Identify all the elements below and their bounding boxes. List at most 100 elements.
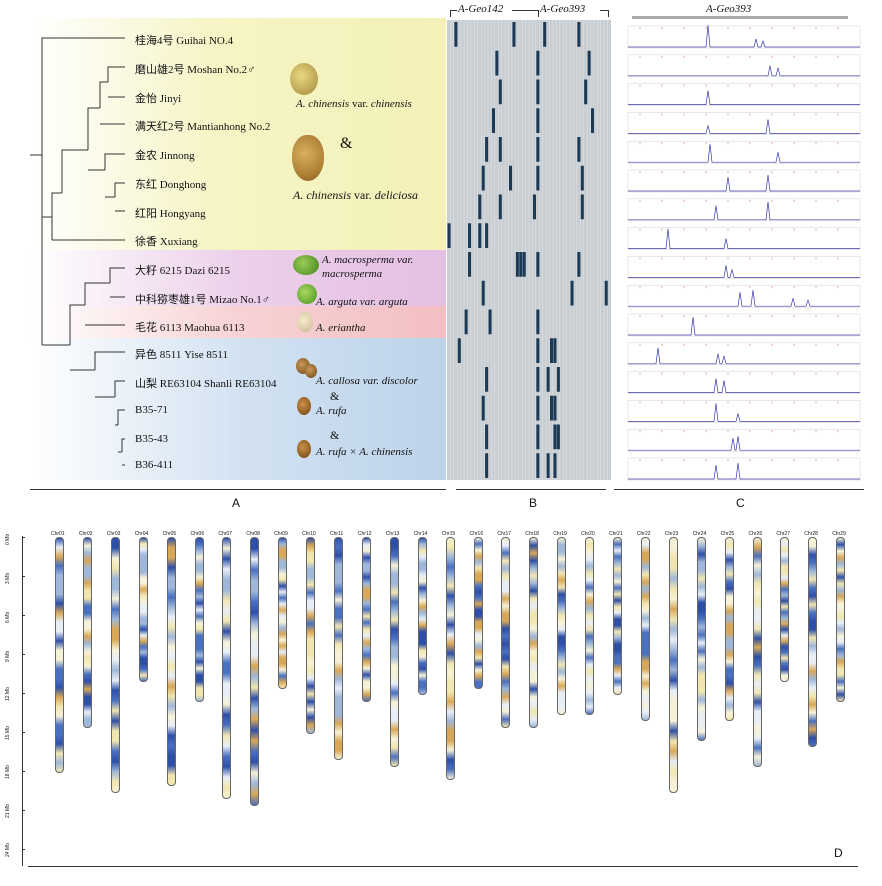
trace-line xyxy=(628,228,860,249)
chromosome-label: Chr11 xyxy=(330,531,344,537)
mb-axis-line xyxy=(22,536,23,866)
trace-line xyxy=(628,316,860,336)
mb-tick-mark xyxy=(22,810,25,811)
chromosome-label: Chr09 xyxy=(274,531,288,537)
genotype-bar xyxy=(536,453,540,478)
mb-tick-mark xyxy=(22,537,25,538)
genotype-bar xyxy=(454,22,458,47)
genotype-bar xyxy=(495,50,499,76)
cultivar-label: 金怡 Jinyi xyxy=(135,93,182,105)
trace-box xyxy=(627,54,861,78)
chromosome-bar xyxy=(836,537,846,702)
header-right-geo393: A-Geo393 xyxy=(540,3,586,15)
genotype-bar xyxy=(536,338,540,363)
panel-b-letter: B xyxy=(529,496,538,510)
genotype-bar xyxy=(481,165,485,191)
genotype-bar xyxy=(481,395,485,421)
genotype-bar xyxy=(468,223,472,248)
cultivar-label: 红阳 Hongyang xyxy=(135,208,206,220)
genotype-grid xyxy=(447,20,611,480)
fruit-callosa-image-2 xyxy=(305,364,317,378)
trace-line xyxy=(628,403,860,422)
trace-line xyxy=(628,347,860,365)
species-text: chinensis xyxy=(306,188,352,202)
genotype-bar xyxy=(478,194,482,220)
chromosome-label: Chr19 xyxy=(553,531,567,537)
header-bar xyxy=(632,16,848,19)
chromosome-label: Chr24 xyxy=(692,531,707,537)
trace-box xyxy=(627,313,861,337)
cultivar-label: 毛花 6113 Maohua 6113 xyxy=(135,322,245,334)
cultivar-label: 磨山雄2号 Moshan No.2♂ xyxy=(135,64,256,76)
header-bracket-mid xyxy=(512,10,539,17)
trace-line xyxy=(628,119,860,134)
chromosome-bar xyxy=(724,537,734,721)
genotype-bar xyxy=(478,223,482,248)
trace-box xyxy=(627,25,861,49)
trace-box xyxy=(627,227,861,250)
chromosome-bar xyxy=(222,537,232,799)
mb-tick-mark xyxy=(22,732,25,733)
fruit-eriantha-image xyxy=(297,312,313,332)
chromosome-bar xyxy=(780,537,790,682)
genotype-bar xyxy=(481,280,485,306)
chromosome-label: Chr17 xyxy=(497,531,512,537)
chromosome-label: Chr29 xyxy=(832,531,846,537)
trace-box xyxy=(627,457,861,481)
genotype-bar xyxy=(577,22,581,47)
genotype-grid-svg xyxy=(447,20,608,480)
ampersand: & xyxy=(330,428,340,442)
genotype-bar xyxy=(570,280,574,306)
cultivar-label: B36-411 xyxy=(135,459,174,471)
chromosome-label: Chr18 xyxy=(525,531,539,537)
species-chinensis-label: A. chinensis var. chinensis xyxy=(296,98,412,110)
genotype-bar xyxy=(584,79,588,105)
chromosome-bar xyxy=(529,537,539,728)
genotype-bar xyxy=(498,137,502,162)
trace-line xyxy=(628,436,860,451)
chromosome-bar xyxy=(334,537,343,760)
species-arguta-label: A. arguta var. arguta xyxy=(316,296,408,308)
chromosome-bar xyxy=(166,537,176,786)
chromosome-label: Chr04 xyxy=(134,531,149,537)
trace-box xyxy=(627,400,861,423)
trace-box xyxy=(627,169,861,193)
panel-a-axis-line xyxy=(30,489,446,490)
chromosome-bar xyxy=(389,537,399,767)
chromosome-label: Chr10 xyxy=(302,531,316,537)
chromosome-bar xyxy=(278,537,288,689)
genotype-bar xyxy=(556,367,560,392)
genotype-bar xyxy=(587,50,591,76)
var-name-text: chinensis xyxy=(370,98,412,110)
ampersand: & xyxy=(340,135,353,152)
species-deliciosa-label: A. chinensis var. deliciosa xyxy=(293,188,418,203)
chromosome-bar xyxy=(613,537,622,695)
trace-box xyxy=(627,112,861,135)
genotype-bar xyxy=(485,453,489,478)
trace-line xyxy=(628,265,860,278)
cultivar-label: 徐香 Xuxiang xyxy=(135,236,198,248)
genotype-bar xyxy=(536,424,540,450)
mb-tick-mark xyxy=(22,849,25,850)
fruit-rufa-image xyxy=(297,397,311,415)
chromosome-bar xyxy=(306,537,316,734)
chromosome-bar xyxy=(668,537,678,793)
genotype-bar xyxy=(553,424,557,450)
genotype-bar xyxy=(485,137,489,162)
genus-text: A. xyxy=(293,188,304,202)
mb-tick-label: 12 Mb xyxy=(5,687,11,701)
mb-tick-label: 18 Mb xyxy=(5,765,11,779)
genotype-bar xyxy=(550,338,554,363)
genotype-bar xyxy=(512,22,516,47)
species-macrosperma-label: A. macrosperma var. xyxy=(322,254,414,266)
cultivar-label: 山梨 RE63104 Shanli RE63104 xyxy=(135,378,277,390)
trace-line xyxy=(628,201,860,221)
ampersand: & xyxy=(330,389,340,403)
chromosome-bar xyxy=(696,537,706,741)
species-macrosperma-label-2: macrosperma xyxy=(322,268,383,280)
genotype-bar xyxy=(457,338,461,363)
genotype-bar xyxy=(536,252,540,277)
panel-a-letter: A xyxy=(232,496,241,510)
chromosome-label: Chr03 xyxy=(106,531,121,537)
chromosome-bar xyxy=(585,537,595,715)
